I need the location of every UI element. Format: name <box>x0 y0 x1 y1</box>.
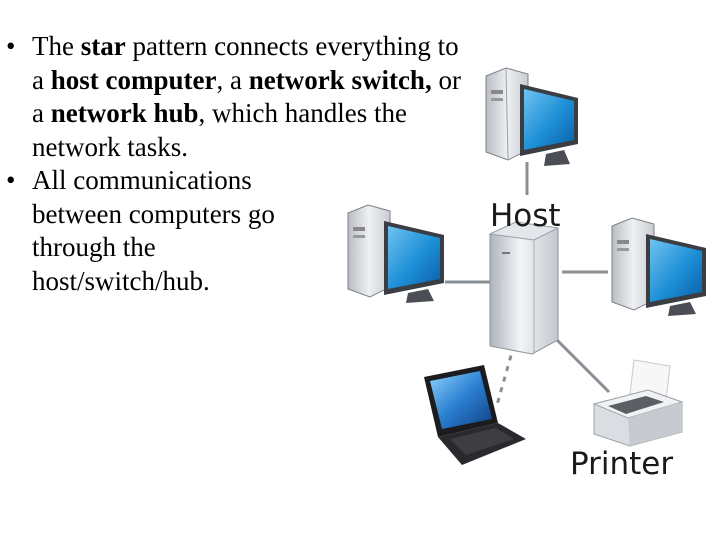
bullet-1-seg-3: host computer <box>50 64 217 95</box>
bullet-1-seg-6: or a <box>32 64 461 129</box>
bullet-1-seg-4: , a <box>216 64 249 95</box>
printer-icon <box>592 359 684 447</box>
bullet-1-seg-2: pattern connects everything to a <box>32 31 459 95</box>
links <box>445 162 611 406</box>
bullet-1-seg-1: star <box>80 31 126 61</box>
left-computer-icon <box>347 204 444 303</box>
host-server-icon <box>488 221 560 355</box>
link-host-printer <box>547 330 611 394</box>
bullet-1-seg-0: The <box>32 31 81 61</box>
right-computer-icon <box>611 217 706 316</box>
laptop-icon <box>424 365 526 465</box>
link-host-laptop <box>495 344 516 406</box>
printer-label: Printer <box>570 446 673 482</box>
bullet-1-seg-8: , which handles the network tasks. <box>32 98 407 162</box>
bullet-item-2: • All communications between computers g… <box>6 165 275 296</box>
bullet-item-1: • The star pattern connects everything t… <box>6 31 461 162</box>
bullet-2-seg-0: All communications between computers go … <box>32 165 275 296</box>
bullet-1-seg-7: network hub <box>50 98 199 128</box>
bullet-1-seg-5: network switch, <box>248 64 432 95</box>
host-label: Host <box>490 198 561 234</box>
bullet-list: • The star pattern connects everything t… <box>6 30 476 298</box>
top-computer-icon <box>485 67 578 166</box>
